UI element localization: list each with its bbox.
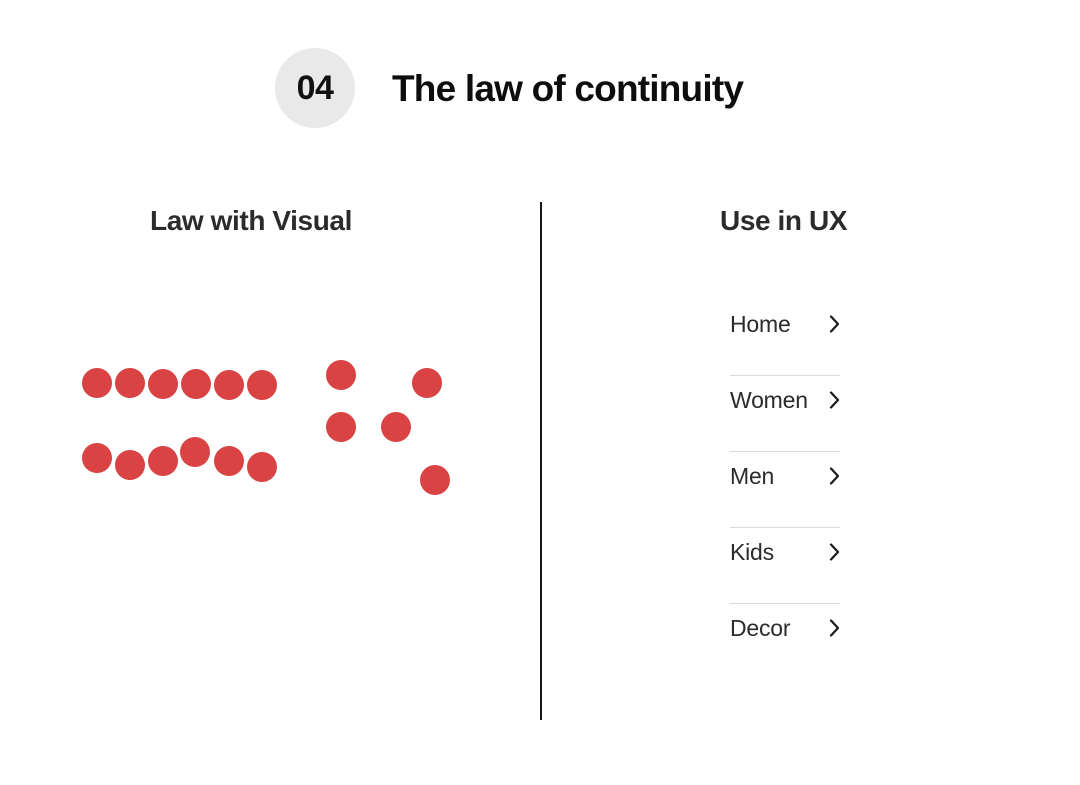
menu-item-home[interactable]: Home: [730, 300, 840, 348]
menu-item-label: Home: [730, 310, 791, 337]
scattered-dot: [326, 412, 356, 442]
chevron-right-icon[interactable]: [829, 467, 840, 485]
continuous-dot: [82, 368, 112, 398]
continuous-dot: [82, 443, 112, 473]
menu-row: Home: [730, 300, 840, 376]
menu-item-label: Kids: [730, 538, 774, 565]
continuous-dot: [180, 437, 210, 467]
page-header: 04 The law of continuity: [275, 48, 744, 128]
menu-row: Decor: [730, 604, 840, 680]
continuous-dot: [115, 368, 145, 398]
scattered-dot: [326, 360, 356, 390]
menu-item-decor[interactable]: Decor: [730, 604, 840, 652]
chevron-right-icon[interactable]: [829, 315, 840, 333]
chevron-right-icon[interactable]: [829, 619, 840, 637]
column-divider: [540, 202, 542, 720]
right-column-heading: Use in UX: [720, 205, 848, 236]
menu-divider: [730, 603, 840, 604]
menu-row: Men: [730, 452, 840, 528]
menu-item-women[interactable]: Women: [730, 376, 840, 424]
scattered-dot: [412, 368, 442, 398]
page-title: The law of continuity: [392, 67, 744, 109]
scattered-dot: [381, 412, 411, 442]
menu-item-label: Decor: [730, 614, 791, 641]
menu-divider: [730, 451, 840, 452]
menu-row: Women: [730, 376, 840, 452]
menu-item-men[interactable]: Men: [730, 452, 840, 500]
continuous-dot: [247, 452, 277, 482]
chevron-right-icon[interactable]: [829, 543, 840, 561]
step-number: 04: [296, 69, 334, 107]
menu-item-kids[interactable]: Kids: [730, 528, 840, 576]
continuous-dot: [115, 450, 145, 480]
menu-item-label: Women: [730, 386, 808, 413]
continuous-dot: [181, 369, 211, 399]
scattered-dot: [420, 465, 450, 495]
continuous-dot: [148, 369, 178, 399]
continuous-dot: [214, 370, 244, 400]
menu-divider: [730, 375, 840, 376]
menu-row: Kids: [730, 528, 840, 604]
step-number-badge: 04: [275, 48, 355, 128]
menu-item-label: Men: [730, 462, 775, 489]
continuous-dot: [214, 446, 244, 476]
left-column-heading: Law with Visual: [150, 205, 352, 236]
chevron-right-icon[interactable]: [829, 391, 840, 409]
continuous-dot: [247, 370, 277, 400]
continuous-dot: [148, 446, 178, 476]
menu-divider: [730, 527, 840, 528]
